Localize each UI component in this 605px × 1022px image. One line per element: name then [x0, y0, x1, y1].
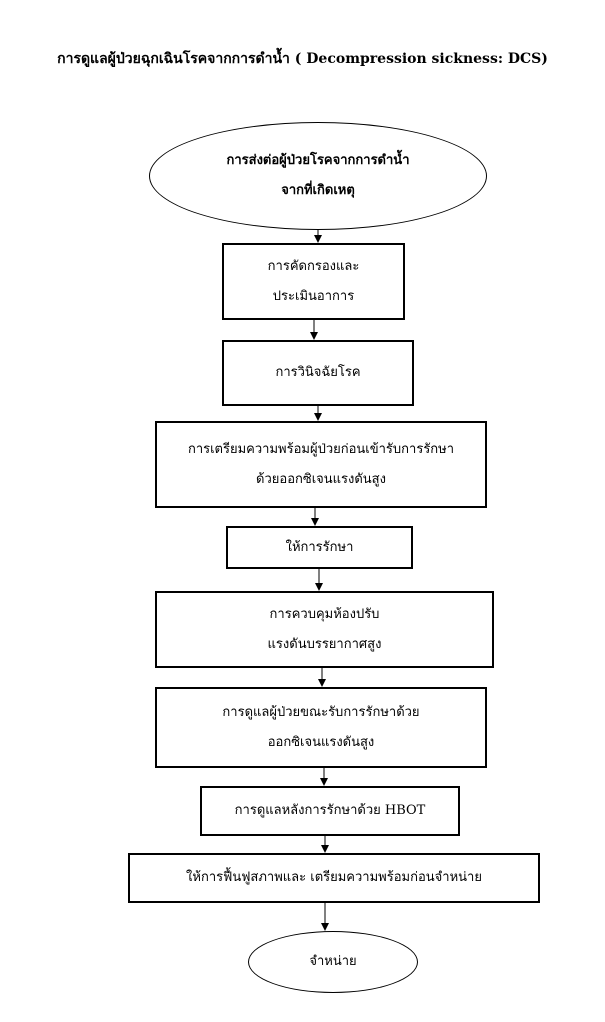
- node-text-line: จากที่เกิดเหตุ: [281, 183, 355, 198]
- node-text-line: การส่งต่อผู้ป่วยโรคจากการดำน้ำ: [226, 153, 410, 168]
- node-text-line: การเตรียมความพร้อมผู้ป่วยก่อนเข้ารับการร…: [187, 441, 455, 457]
- node-care-during: การดูแลผู้ป่วยขณะรับการรักษาด้วยออกซิเจน…: [155, 687, 487, 768]
- node-text-line: การคัดกรองและ: [267, 258, 360, 274]
- node-diagnosis: การวินิจฉัยโรค: [222, 340, 414, 406]
- node-post-hbot: การดูแลหลังการรักษาด้วย HBOT: [200, 786, 460, 836]
- node-text-line: การวินิจฉัยโรค: [275, 365, 361, 380]
- node-discharge: จำหน่าย: [248, 931, 418, 993]
- node-text-line: ให้การรักษา: [285, 539, 354, 555]
- node-text-line: ประเมินอาการ: [272, 288, 355, 304]
- node-text-line: แรงดันบรรยากาศสูง: [267, 636, 382, 652]
- node-text-line: จำหน่าย: [309, 954, 357, 969]
- node-text-line: การควบคุมห้องปรับ: [269, 606, 380, 622]
- node-text-line: การดูแลหลังการรักษาด้วย HBOT: [234, 803, 426, 818]
- node-preparation: การเตรียมความพร้อมผู้ป่วยก่อนเข้ารับการร…: [155, 421, 487, 508]
- diagram-title: การดูแลผู้ป่วยฉุกเฉินโรคจากการดำน้ำ ( De…: [57, 51, 548, 67]
- node-treatment: ให้การรักษา: [226, 526, 413, 569]
- node-text-line: การดูแลผู้ป่วยขณะรับการรักษาด้วย: [222, 704, 420, 720]
- node-screening: การคัดกรองและประเมินอาการ: [222, 243, 405, 320]
- node-chamber-control: การควบคุมห้องปรับแรงดันบรรยากาศสูง: [155, 591, 494, 668]
- node-start: การส่งต่อผู้ป่วยโรคจากการดำน้ำจากที่เกิด…: [149, 122, 487, 230]
- node-text-line: ให้การฟื้นฟูสภาพและ เตรียมความพร้อมก่อนจ…: [186, 870, 482, 885]
- node-rehab: ให้การฟื้นฟูสภาพและ เตรียมความพร้อมก่อนจ…: [128, 853, 540, 903]
- node-text-line: ออกซิเจนแรงดันสูง: [267, 734, 375, 750]
- node-text-line: ด้วยออกซิเจนแรงดันสูง: [256, 471, 386, 487]
